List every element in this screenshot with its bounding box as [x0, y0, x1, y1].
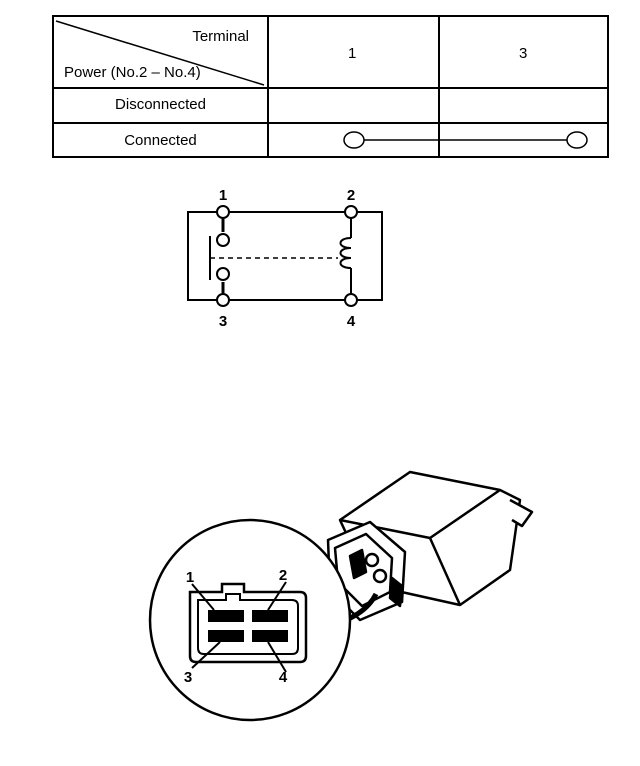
- connector-label-3: 3: [184, 669, 192, 686]
- relay-schematic: 1 2 3 4: [187, 187, 383, 330]
- relay-coil: [339, 237, 352, 269]
- row-connected-label: Connected: [124, 132, 197, 149]
- pin-4-terminal: [252, 630, 288, 642]
- pin-3-terminal: [208, 630, 244, 642]
- terminal-4-dot: [344, 293, 358, 307]
- terminal-1-dot: [216, 205, 230, 219]
- table-divider: [54, 87, 607, 89]
- pin-2-terminal: [252, 610, 288, 622]
- schematic-label-3: 3: [219, 313, 227, 330]
- pin-1-arrow: [191, 583, 215, 611]
- continuity-mark: [343, 131, 588, 149]
- pin-1-terminal: [208, 610, 244, 622]
- terminal-3-header: 3: [519, 45, 528, 62]
- terminal-3-dot: [216, 293, 230, 307]
- relay-box: [187, 211, 383, 301]
- switch-contact-lower: [216, 267, 230, 281]
- pin-3-arrow: [191, 641, 221, 669]
- pin-2-arrow: [267, 581, 287, 611]
- table-divider: [438, 17, 440, 156]
- schematic-label-4: 4: [347, 313, 356, 330]
- schematic-label-1: 1: [219, 187, 227, 204]
- table-divider: [267, 17, 269, 156]
- table-divider: [54, 122, 607, 124]
- switch-contact-upper: [216, 233, 230, 247]
- continuity-table: Terminal Power (No.2 – No.4) 1 3 Disconn…: [52, 15, 609, 158]
- header-power-label: Power (No.2 – No.4): [64, 64, 201, 81]
- connector-face: [188, 582, 308, 664]
- relay-illustration: 1 2 3 4: [148, 470, 534, 722]
- header-terminal-label: Terminal: [192, 28, 249, 45]
- connector-label-1: 1: [186, 569, 194, 586]
- magnified-view: [148, 518, 352, 722]
- header-diagonal: [55, 20, 265, 86]
- pin-4-arrow: [267, 641, 287, 673]
- terminal-2-dot: [344, 205, 358, 219]
- schematic-label-2: 2: [347, 187, 355, 204]
- row-disconnected-label: Disconnected: [115, 96, 206, 113]
- connector-label-2: 2: [279, 567, 287, 584]
- terminal-1-header: 1: [348, 45, 357, 62]
- connector-label-4: 4: [279, 669, 288, 686]
